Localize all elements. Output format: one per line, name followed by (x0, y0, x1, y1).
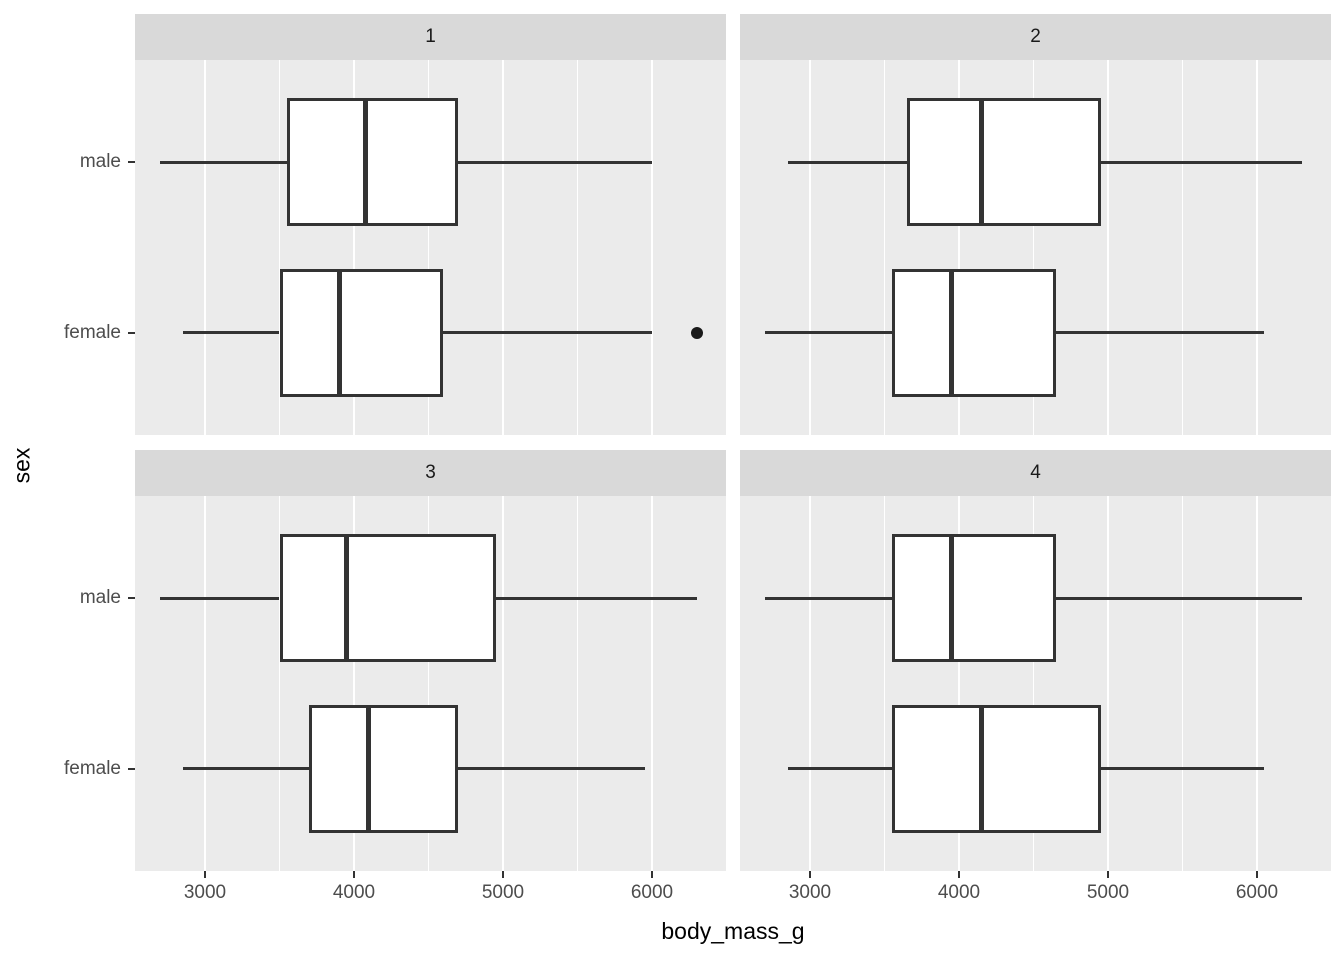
facet-strip: 1 (135, 14, 726, 60)
minor-gridline (279, 60, 280, 435)
facet-strip: 3 (135, 450, 726, 496)
y-tick-mark (128, 767, 135, 770)
major-gridline (1107, 496, 1109, 871)
boxplot-box (891, 534, 1056, 663)
x-tick-label: 5000 (481, 882, 525, 903)
minor-gridline (1182, 60, 1183, 435)
major-gridline (502, 60, 504, 435)
major-gridline (1256, 60, 1258, 435)
whisker-line-left (787, 160, 907, 164)
x-tick-mark (651, 871, 653, 878)
median-line (366, 707, 372, 830)
major-gridline (958, 60, 960, 435)
major-gridline (809, 60, 811, 435)
whisker-line-left (765, 331, 892, 335)
median-line (978, 707, 984, 830)
strip-label: 3 (425, 462, 436, 483)
whisker-line-right (1055, 596, 1302, 600)
major-gridline (353, 60, 355, 435)
x-tick-label: 5000 (1086, 882, 1130, 903)
minor-gridline (1182, 496, 1183, 871)
major-gridline (1256, 496, 1258, 871)
strip-label: 1 (425, 26, 436, 47)
major-gridline (651, 496, 653, 871)
median-line (949, 271, 955, 394)
whisker-line-right (1100, 160, 1302, 164)
major-gridline (502, 496, 504, 871)
boxplot-box (906, 98, 1101, 227)
major-gridline (204, 496, 206, 871)
x-tick-mark (204, 871, 206, 878)
x-axis-title: body_mass_g (661, 918, 805, 944)
boxplot-box (891, 268, 1056, 397)
median-line (344, 537, 350, 660)
median-line (949, 537, 955, 660)
y-tick-label: female (63, 757, 121, 779)
x-tick-mark (958, 871, 960, 878)
minor-gridline (577, 60, 578, 435)
whisker-line-left (765, 596, 892, 600)
boxplot-box (891, 704, 1101, 833)
outlier-point (690, 326, 703, 339)
whisker-line-right (1055, 331, 1265, 335)
facet-panel (135, 496, 726, 871)
x-tick-label: 6000 (1235, 882, 1279, 903)
minor-gridline (1033, 496, 1034, 871)
boxplot-box (309, 704, 459, 833)
major-gridline (651, 60, 653, 435)
whisker-line-right (1100, 767, 1265, 771)
whisker-line-left (182, 767, 310, 771)
boxplot-box (279, 534, 496, 663)
x-tick-label: 3000 (183, 882, 227, 903)
x-tick-label: 4000 (937, 882, 981, 903)
y-tick-label: female (63, 321, 121, 343)
y-tick-mark (128, 597, 135, 600)
x-tick-mark (1256, 871, 1258, 878)
major-gridline (958, 496, 960, 871)
y-tick-label: male (79, 151, 121, 173)
x-tick-mark (502, 871, 504, 878)
major-gridline (1107, 60, 1109, 435)
x-tick-label: 6000 (630, 882, 674, 903)
whisker-line-right (458, 160, 652, 164)
x-tick-label: 4000 (332, 882, 376, 903)
facet-panel (740, 496, 1331, 871)
major-gridline (809, 496, 811, 871)
strip-label: 2 (1030, 26, 1041, 47)
minor-gridline (428, 60, 429, 435)
strip-label: 4 (1030, 462, 1041, 483)
whisker-line-left (160, 160, 287, 164)
boxplot-box (286, 98, 459, 227)
whisker-line-right (443, 331, 652, 335)
boxplot-box (279, 268, 444, 397)
major-gridline (353, 496, 355, 871)
y-tick-label: male (79, 587, 121, 609)
minor-gridline (577, 496, 578, 871)
median-line (362, 101, 368, 224)
minor-gridline (1033, 60, 1034, 435)
whisker-line-right (495, 596, 697, 600)
whisker-line-left (182, 331, 280, 335)
facet-strip: 2 (740, 14, 1331, 60)
minor-gridline (884, 496, 885, 871)
whisker-line-left (787, 767, 892, 771)
minor-gridline (884, 60, 885, 435)
y-axis-title: sex (8, 447, 35, 484)
x-tick-mark (1107, 871, 1109, 878)
y-tick-mark (128, 331, 135, 334)
facet-panel (740, 60, 1331, 435)
x-tick-mark (809, 871, 811, 878)
x-tick-label: 3000 (788, 882, 832, 903)
minor-gridline (428, 496, 429, 871)
minor-gridline (279, 496, 280, 871)
whisker-line-left (160, 596, 280, 600)
x-tick-mark (353, 871, 355, 878)
facet-strip: 4 (740, 450, 1331, 496)
median-line (336, 271, 342, 394)
major-gridline (204, 60, 206, 435)
whisker-line-right (458, 767, 645, 771)
facet-panel (135, 60, 726, 435)
median-line (978, 101, 984, 224)
y-tick-mark (128, 161, 135, 164)
